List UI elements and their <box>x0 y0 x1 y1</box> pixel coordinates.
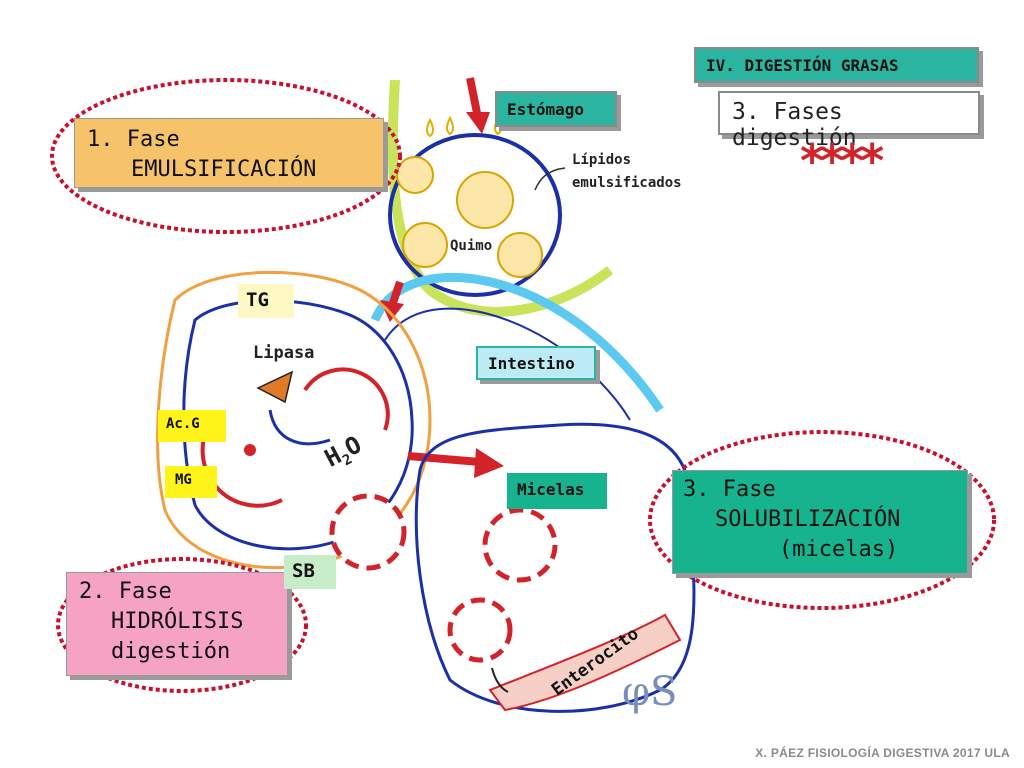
transfer-arrow <box>407 452 481 466</box>
phase-number: 1. Fase <box>87 127 180 152</box>
phase-name: HIDRÓLISIS <box>111 609 244 634</box>
section-tag: IV. DIGESTIÓN GRASAS <box>694 47 979 83</box>
mg-label: MG <box>165 466 217 498</box>
phase-name: SOLUBILIZACIÓN <box>715 507 901 532</box>
micelle <box>482 507 558 583</box>
stomach-label: Estómago <box>495 91 617 127</box>
phase-number: 2. Fase <box>79 579 172 604</box>
lipid-droplet <box>456 171 514 229</box>
importance-stars: **** <box>800 134 884 188</box>
intestine-tube <box>370 273 664 413</box>
highlight-emulsification <box>50 78 402 234</box>
lipids-label-line2: emulsificados <box>572 175 682 191</box>
lipids-label-line1: Lípidos <box>572 152 632 168</box>
intestine-label: Intestino <box>476 346 596 380</box>
footer-credit: X. PÁEZ FISIOLOGÍA DIGESTIVA 2017 ULA <box>755 746 1010 760</box>
stomach-chyme-circle <box>388 133 562 297</box>
enterocyte-arrow <box>491 667 509 693</box>
tg-label: TG <box>238 284 294 318</box>
solubilization-compartment <box>414 422 696 713</box>
fatty-acid-label: Ac.G <box>158 410 226 442</box>
intestine-arrow <box>388 280 404 308</box>
micelle <box>447 597 513 663</box>
phase-emulsification: 1. Fase EMULSIFICACIÓN <box>74 118 384 188</box>
phase-solubilization: 3. Fase SOLUBILIZACIÓN (micelas) <box>672 470 968 574</box>
intestine-tube-inner <box>384 307 631 421</box>
stomach-outer-wall <box>387 79 614 317</box>
page-title: 3. Fases digestión <box>718 91 980 151</box>
phase-subtitle: (micelas) <box>779 537 899 562</box>
lipid-pointer <box>534 167 566 191</box>
highlight-solubilization <box>648 430 996 610</box>
chyme-label: Quimo <box>450 238 493 254</box>
micelle <box>244 444 256 456</box>
droplet-half <box>303 367 390 431</box>
bile-drop <box>446 115 454 136</box>
sb-label: SB <box>284 555 336 589</box>
lipase-enzyme <box>256 370 294 404</box>
micelles-label: Micelas <box>507 473 607 509</box>
micelle <box>329 493 407 571</box>
lipid-droplet <box>402 222 448 268</box>
transfer-arrow-head <box>474 448 504 478</box>
phase-number: 3. Fase <box>683 477 776 502</box>
enterocyte-cell <box>488 613 682 712</box>
signature-mark: φS <box>622 669 677 715</box>
bile-drop <box>426 117 434 138</box>
entry-arrow-head <box>466 112 490 134</box>
phase-subtitle: digestión <box>111 639 231 664</box>
phase-hydrolysis: 2. Fase HIDRÓLISIS digestión <box>66 572 288 676</box>
entry-arrow <box>466 77 482 119</box>
lipid-droplet <box>497 232 543 278</box>
phase-name: EMULSIFICACIÓN <box>131 157 317 182</box>
intestine-arrow-head <box>380 300 404 322</box>
highlight-hydrolysis <box>56 557 308 693</box>
lipase-label: Lipasa <box>253 343 315 363</box>
lipid-droplet <box>396 156 434 194</box>
blue-enzyme-path <box>268 409 331 446</box>
